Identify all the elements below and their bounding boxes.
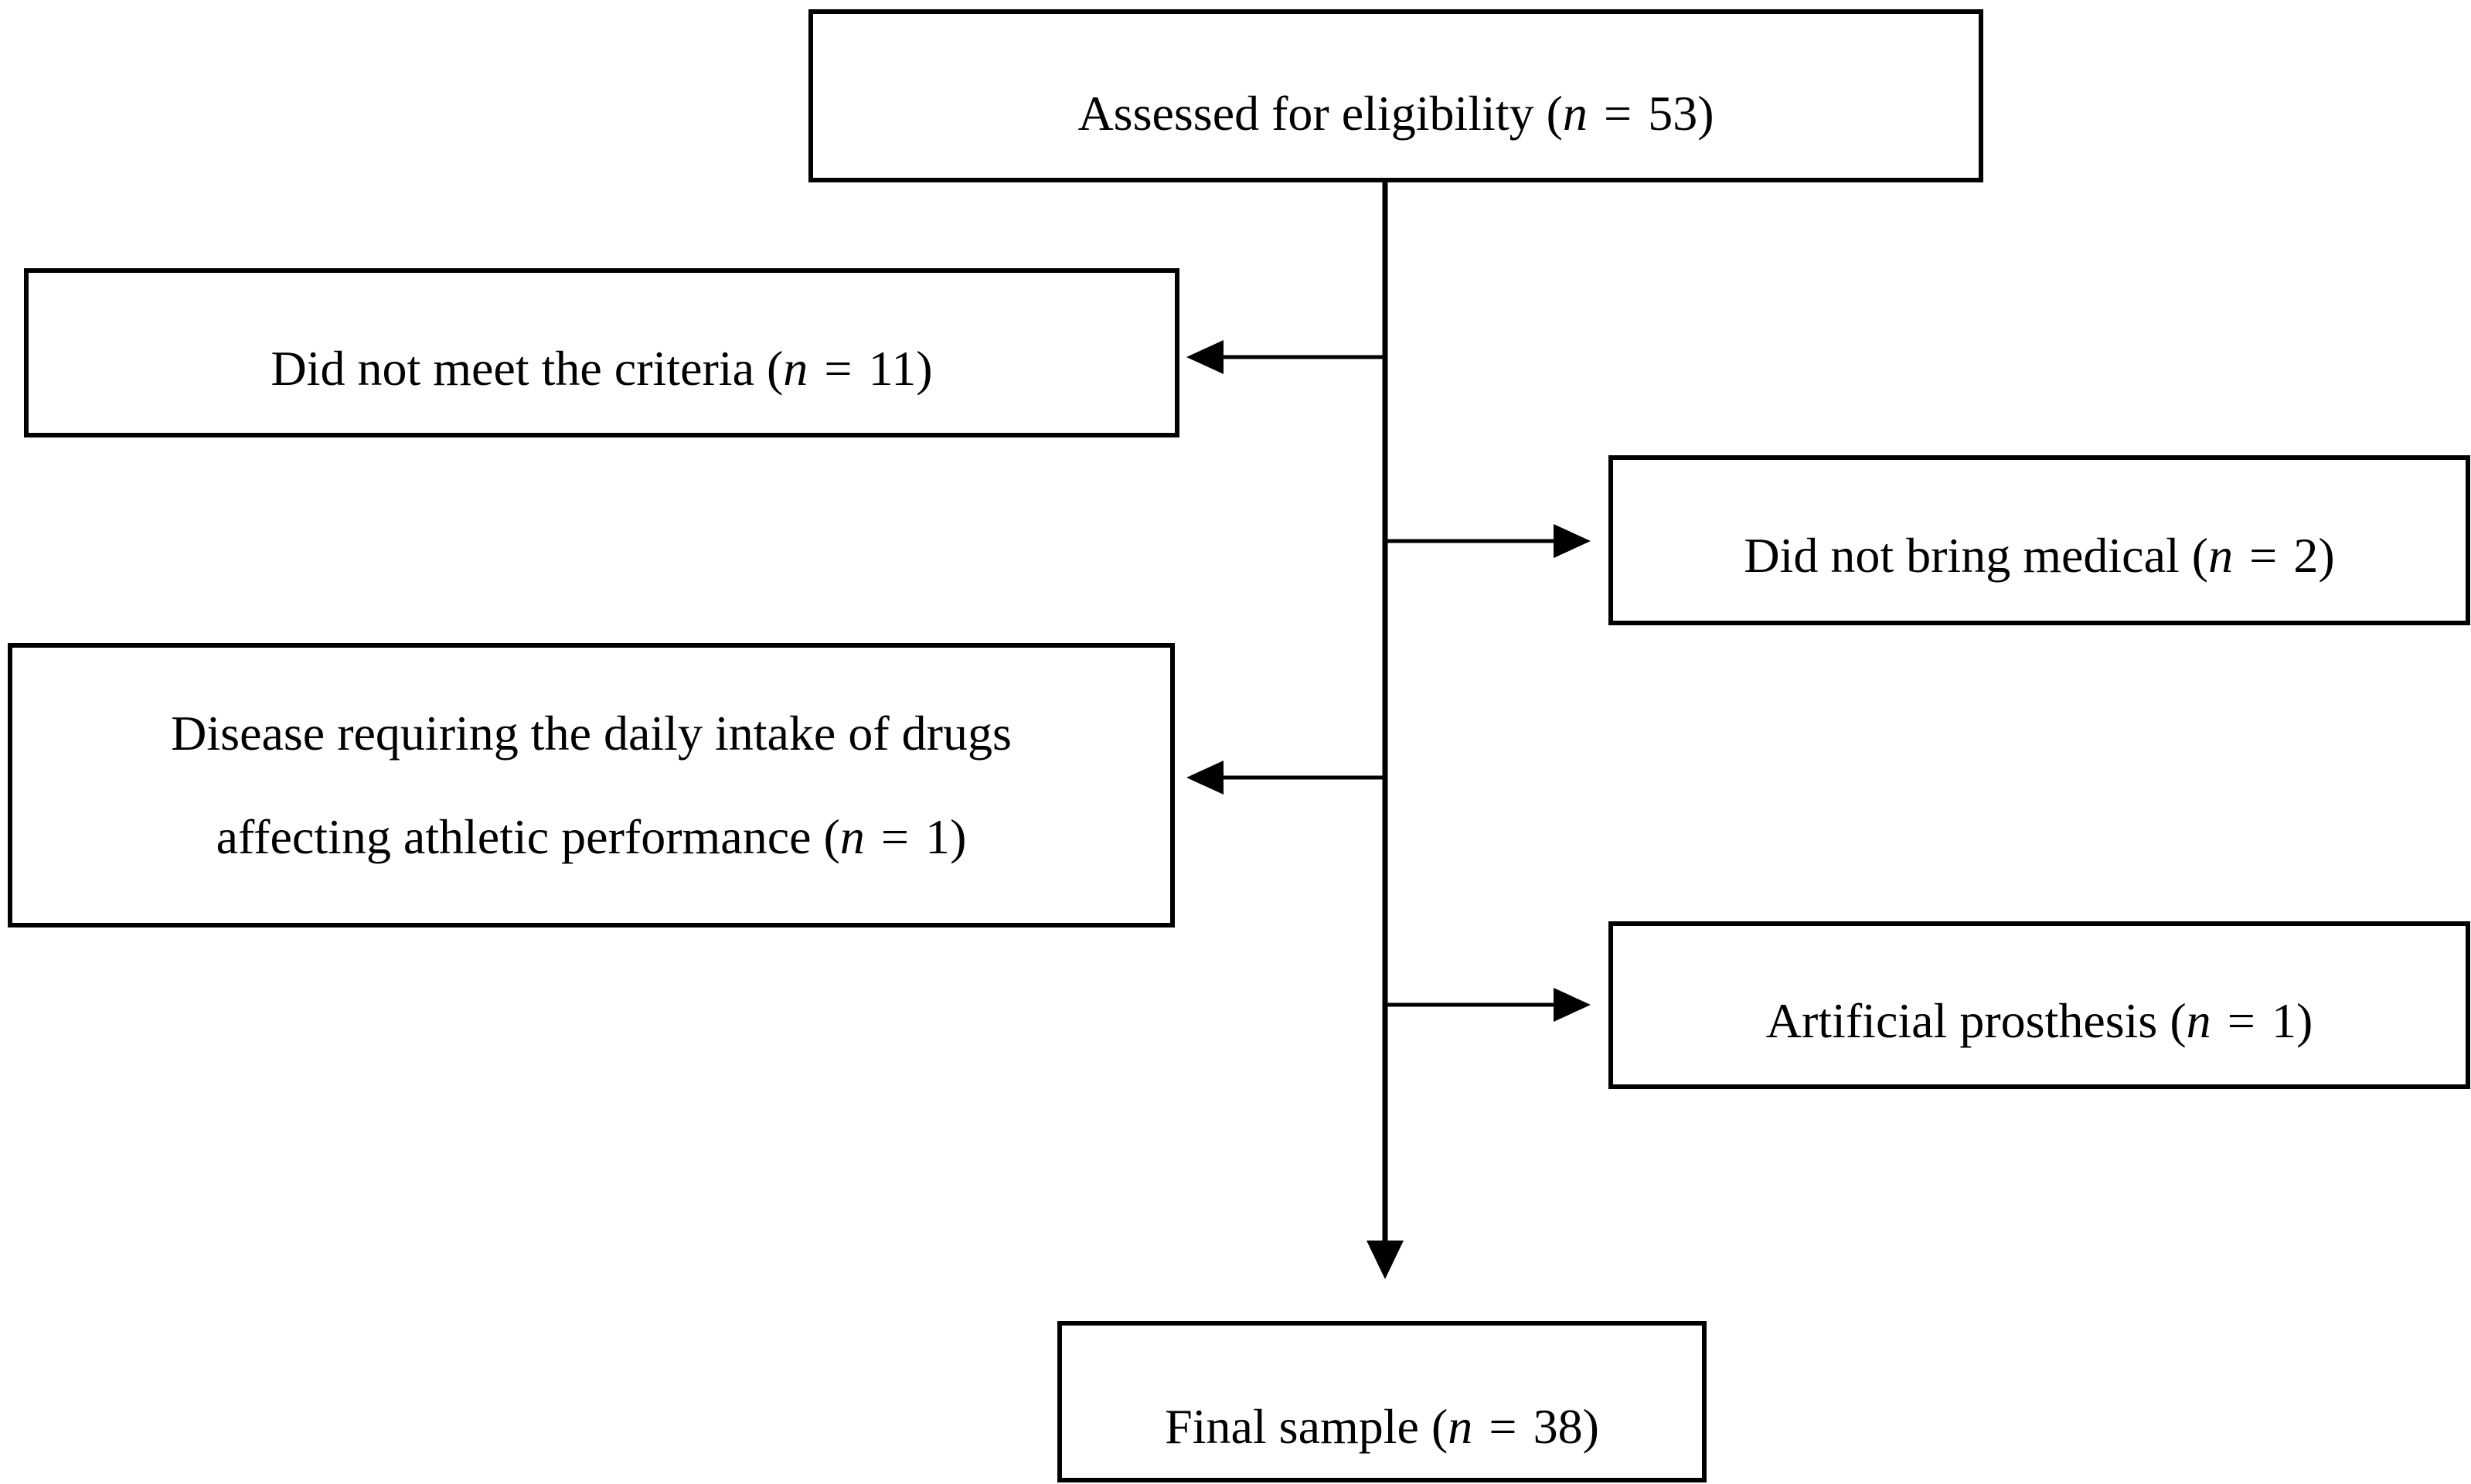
final-sample-label: Final sample (n = 38)	[1165, 1398, 1599, 1454]
arrow-left-disease-icon	[1186, 761, 1224, 795]
n-symbol: n	[1562, 86, 1588, 141]
arrow-left-criteria-icon	[1186, 340, 1224, 374]
final-arrowhead-icon	[1367, 1241, 1404, 1279]
arrow-right-prosthesis-icon	[1554, 988, 1591, 1022]
did-not-bring-medical-label: Did not bring medical (n = 2)	[1744, 528, 2335, 583]
disease-label-stack: Disease requiring the daily intake of dr…	[171, 709, 1012, 862]
n-symbol: n	[2186, 992, 2211, 1048]
final-sample-box: Final sample (n = 38)	[1057, 1321, 1707, 1482]
arrow-right-medical-icon	[1554, 524, 1591, 558]
n-symbol: n	[839, 809, 865, 864]
artificial-prosthesis-label: Artificial prosthesis (n = 1)	[1765, 992, 2313, 1048]
disease-label-line2: affecting athletic performance (n = 1)	[216, 809, 967, 864]
n-symbol: n	[1448, 1398, 1473, 1454]
artificial-prosthesis-box: Artificial prosthesis (n = 1)	[1608, 921, 2470, 1089]
assessed-for-eligibility-box: Assessed for eligibility (n = 53)	[808, 9, 1983, 182]
disease-label-line1: Disease requiring the daily intake of dr…	[171, 706, 1012, 761]
assessed-for-eligibility-label: Assessed for eligibility (n = 53)	[1077, 86, 1714, 141]
did-not-meet-criteria-box: Did not meet the criteria (n = 11)	[24, 268, 1179, 437]
n-symbol: n	[2208, 528, 2234, 583]
did-not-bring-medical-box: Did not bring medical (n = 2)	[1608, 455, 2470, 625]
did-not-meet-criteria-label: Did not meet the criteria (n = 11)	[271, 340, 933, 396]
n-symbol: n	[783, 340, 808, 396]
disease-requiring-drugs-box: Disease requiring the daily intake of dr…	[8, 643, 1175, 928]
